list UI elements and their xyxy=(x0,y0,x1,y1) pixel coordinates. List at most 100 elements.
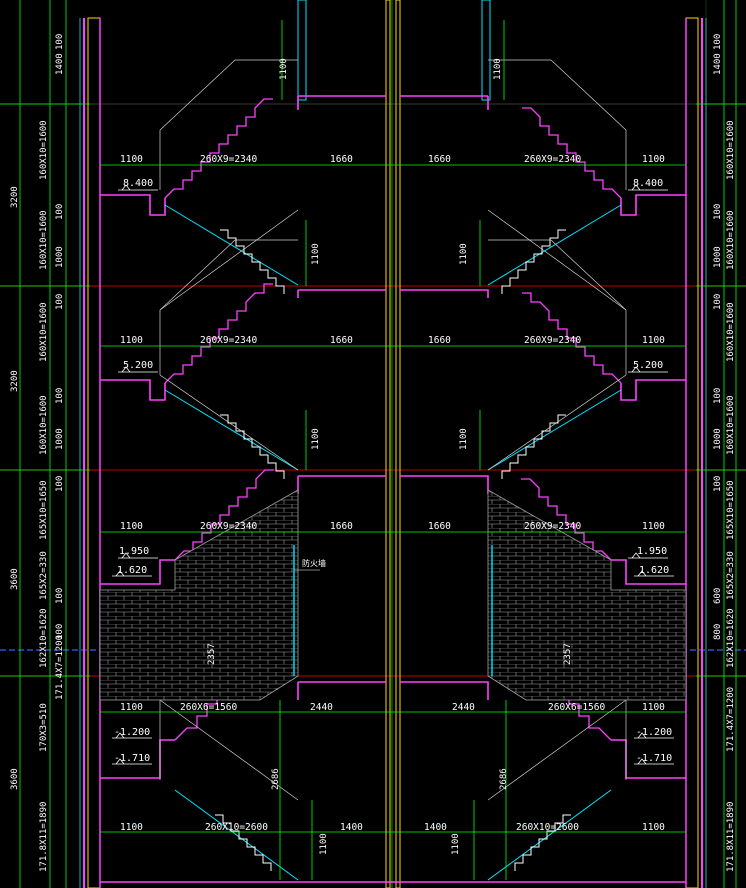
dim-1100: 1100 xyxy=(120,154,143,165)
dim-1100-vertical: 1100 xyxy=(279,58,289,80)
dim-run-6: 260X6=1560 xyxy=(548,702,605,713)
dim-600: 600 xyxy=(713,588,723,604)
dim-riser-right: 171.4X7=1200 xyxy=(726,687,736,752)
dim-1000: 1000 xyxy=(55,428,65,450)
brick-infill xyxy=(99,489,687,701)
dim-100: 100 xyxy=(713,204,723,220)
dim-1100: 1100 xyxy=(120,521,143,532)
dim-run: 260X9=2340 xyxy=(200,154,257,165)
dim-100: 100 xyxy=(713,34,723,50)
construction-lines xyxy=(159,59,627,801)
firewall-note: 防火墙 xyxy=(302,558,326,568)
elevation-m1200-left: -1.200 xyxy=(114,727,150,738)
dim-riser: 162X10=1620 xyxy=(39,608,49,668)
dim-100: 100 xyxy=(713,388,723,404)
dim-100: 100 xyxy=(55,388,65,404)
dim-1100: 1100 xyxy=(642,822,665,833)
floor-slabs xyxy=(100,95,686,883)
dim-1100: 1100 xyxy=(120,702,143,713)
dim-800: 800 xyxy=(713,624,723,640)
dim-riser-right: 160X10=1600 xyxy=(726,210,736,270)
dim-3200: 3200 xyxy=(10,370,20,392)
dim-100: 100 xyxy=(55,624,65,640)
dim-1000: 1000 xyxy=(713,246,723,268)
dim-1660: 1660 xyxy=(330,335,353,346)
dim-100: 100 xyxy=(55,588,65,604)
dim-1100: 1100 xyxy=(642,521,665,532)
dim-1660: 1660 xyxy=(330,154,353,165)
dim-2357: 2357 xyxy=(207,643,217,665)
dim-1400: 1400 xyxy=(340,822,363,833)
vertical-dimension-labels: 3200 3200 3600 3600 160X10=1600 160X10=1… xyxy=(10,34,736,872)
elevation-labels: 8.400 8.400 5.200 5.200 1.950 1.950 1.62… xyxy=(114,178,672,764)
dim-1000: 1000 xyxy=(55,246,65,268)
dim-run: 260X9=2340 xyxy=(524,335,581,346)
elevation-1950-left: 1.950 xyxy=(119,546,149,557)
dim-1660: 1660 xyxy=(428,154,451,165)
dim-riser: 160X10=1600 xyxy=(39,302,49,362)
dim-2357: 2357 xyxy=(563,643,573,665)
dim-1100-vertical: 1100 xyxy=(493,58,503,80)
elevation-1620-left: 1.620 xyxy=(117,565,147,576)
dim-100: 100 xyxy=(713,476,723,492)
dim-riser-right: 162X10=1620 xyxy=(726,608,736,668)
dim-riser: 165X2=330 xyxy=(39,551,49,600)
dim-100: 100 xyxy=(55,294,65,310)
dim-run-10: 260X10=2600 xyxy=(205,822,268,833)
elevation-5200-right: 5.200 xyxy=(633,360,663,371)
dim-1400: 1400 xyxy=(424,822,447,833)
elevation-5200-left: 5.200 xyxy=(123,360,153,371)
outer-walls xyxy=(79,17,707,888)
dim-riser-right: 165X2=330 xyxy=(726,551,736,600)
dim-1100: 1100 xyxy=(642,702,665,713)
dim-riser: 160X10=1600 xyxy=(39,120,49,180)
elevation-m1710-right: -1.710 xyxy=(636,753,672,764)
elevation-8400-right: 8.400 xyxy=(633,178,663,189)
dim-run: 260X9=2340 xyxy=(524,521,581,532)
dim-riser-right: 160X10=1600 xyxy=(726,395,736,455)
elevation-m1200-right: -1.200 xyxy=(636,727,672,738)
dim-1400-vertical: 1400 xyxy=(55,53,65,75)
elevation-m1710-left: -1.710 xyxy=(114,753,150,764)
dim-riser-right: 160X10=1600 xyxy=(726,120,736,180)
dim-100: 100 xyxy=(55,204,65,220)
dim-2440: 2440 xyxy=(310,702,333,713)
dim-1100-vertical: 1100 xyxy=(459,428,469,450)
dim-1100: 1100 xyxy=(642,335,665,346)
elevation-1950-right: 1.950 xyxy=(637,546,667,557)
central-columns xyxy=(297,0,491,888)
dim-run: 260X9=2340 xyxy=(200,335,257,346)
dim-riser: 171.8X11=1890 xyxy=(39,802,49,872)
dim-riser: 170X3=510 xyxy=(39,703,49,752)
dim-1660: 1660 xyxy=(428,335,451,346)
dim-2440: 2440 xyxy=(452,702,475,713)
dim-1100: 1100 xyxy=(120,822,143,833)
dim-riser: 171.4X7=1200 xyxy=(55,635,65,700)
dim-riser-right: 171.8X11=1890 xyxy=(726,802,736,872)
dim-1100-vertical: 1100 xyxy=(459,243,469,265)
firewall: 防火墙 xyxy=(293,545,493,676)
dim-1660: 1660 xyxy=(330,521,353,532)
dim-1100: 1100 xyxy=(120,335,143,346)
dim-run: 260X9=2340 xyxy=(200,521,257,532)
dim-1400-vertical: 1400 xyxy=(713,53,723,75)
dim-1100: 1100 xyxy=(642,154,665,165)
dim-1000: 1000 xyxy=(713,428,723,450)
horizontal-dimension-labels: 1100 260X9=2340 1660 1660 260X9=2340 110… xyxy=(120,154,665,833)
dim-2686: 2686 xyxy=(271,768,281,790)
elevation-1620-right: 1.620 xyxy=(639,565,669,576)
dim-2686: 2686 xyxy=(499,768,509,790)
dim-3200: 3200 xyxy=(10,186,20,208)
dim-riser: 165X10=1650 xyxy=(39,480,49,540)
dim-riser-right: 160X10=1600 xyxy=(726,302,736,362)
dim-3600: 3600 xyxy=(10,568,20,590)
dim-3600: 3600 xyxy=(10,768,20,790)
dim-100: 100 xyxy=(55,34,65,50)
dim-100: 100 xyxy=(55,476,65,492)
dim-riser: 160X10=1600 xyxy=(39,395,49,455)
dim-riser: 160X10=1600 xyxy=(39,210,49,270)
dim-run-6: 260X6=1560 xyxy=(180,702,237,713)
dim-run-10: 260X10=2600 xyxy=(516,822,579,833)
